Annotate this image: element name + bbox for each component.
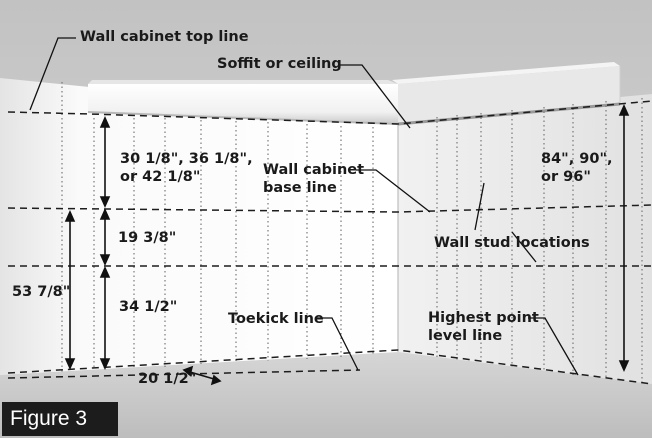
- layout-lines: [7, 100, 652, 385]
- soffit-right: [398, 66, 620, 124]
- label-wall-cabinet-base-line: Wall cabinet base line: [263, 161, 364, 197]
- label-cabinet-heights-line-1: 30 1/8", 36 1/8",: [120, 151, 253, 167]
- toekick-front-line: [7, 369, 361, 379]
- highest-point-level-line: [7, 349, 652, 385]
- label-wall-cabinet-base-line-2: base line: [263, 180, 337, 196]
- soffit-right-shadow: [397, 102, 621, 126]
- leader-soffit: [340, 64, 411, 129]
- leader-top-line: [29, 37, 76, 111]
- leader-studs-2: [511, 231, 537, 263]
- wall-studs-back: [61, 82, 374, 372]
- label-wall-height-line-1: 84", 90",: [541, 151, 613, 167]
- back-wall: [0, 78, 398, 375]
- label-wall-height-line-2: or 96": [541, 169, 591, 185]
- figure-label-badge: Figure 3: [2, 402, 118, 436]
- label-base-cabinet-height: 34 1/2": [119, 299, 178, 315]
- label-cabinet-heights-line-2: or 42 1/8": [120, 169, 201, 185]
- label-cabinet-heights: 30 1/8", 36 1/8", or 42 1/8": [120, 150, 253, 186]
- wall-cabinet-top-line: [7, 100, 652, 125]
- label-wall-cabinet-top-line: Wall cabinet top line: [80, 29, 249, 45]
- label-highest-point-line-2: level line: [428, 328, 503, 344]
- soffit-right-top: [392, 62, 620, 84]
- label-highest-point-line-1: Highest point: [428, 310, 539, 326]
- leader-lines: [29, 37, 579, 376]
- label-soffit-or-ceiling: Soffit or ceiling: [217, 56, 342, 72]
- label-toekick-depth: 20 1/2": [138, 371, 197, 387]
- floor: [0, 352, 652, 438]
- label-base-height-total: 53 7/8": [12, 284, 71, 300]
- leader-highest-point: [528, 317, 579, 376]
- label-wall-stud-locations: Wall stud locations: [434, 235, 590, 251]
- label-wall-height: 84", 90", or 96": [541, 150, 613, 186]
- leader-toekick: [316, 317, 359, 371]
- dimension-arrows: [64, 104, 630, 386]
- label-highest-point-level-line: Highest point level line: [428, 309, 539, 345]
- label-toekick-line: Toekick line: [228, 311, 324, 327]
- label-backsplash-gap: 19 3/8": [118, 230, 177, 246]
- side-wall: [398, 94, 652, 384]
- soffit-left-top: [88, 80, 398, 84]
- label-wall-cabinet-base-line-1: Wall cabinet: [263, 162, 365, 178]
- wall-cabinet-base-line: [7, 204, 652, 213]
- wall-studs-side: [436, 98, 643, 383]
- leader-studs-1: [474, 182, 485, 231]
- leader-base-line: [356, 169, 431, 213]
